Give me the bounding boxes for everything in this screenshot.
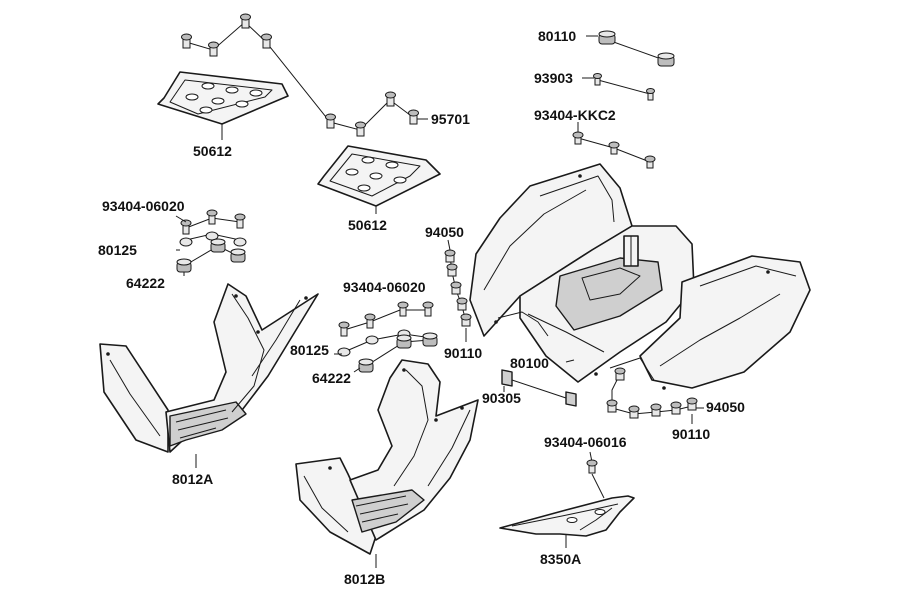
bolt-icon <box>614 367 626 381</box>
rear-fender-80100 <box>469 163 811 390</box>
bolt-icon <box>606 399 618 413</box>
carrier-rack-50612-lower <box>317 145 441 214</box>
bolt-chain-95701 <box>181 13 428 137</box>
bolt-icon <box>628 405 640 419</box>
bolt-set-94050-right <box>606 367 704 424</box>
part-labels: 80110 93903 93404-KKC2 95701 50612 50612… <box>98 28 745 587</box>
grommet-icon <box>396 334 412 349</box>
skid-guard-8350A <box>499 451 635 548</box>
label-50612-lower: 50612 <box>348 217 387 233</box>
screw-icon <box>646 88 655 101</box>
fastener-set-left <box>175 209 247 276</box>
washer-icon <box>233 237 247 247</box>
bolt-icon <box>325 113 336 129</box>
screw-icon <box>593 73 602 86</box>
fastener-set-center <box>334 301 438 373</box>
label-50612-upper: 50612 <box>193 143 232 159</box>
bolt-icon <box>456 297 468 311</box>
label-90110-right: 90110 <box>672 426 710 442</box>
label-93404-06020-left: 93404-06020 <box>102 198 185 214</box>
label-93404-06020-center: 93404-06020 <box>343 279 426 295</box>
label-94050-center: 94050 <box>425 224 464 240</box>
label-80100: 80100 <box>510 355 549 371</box>
grommet-icon <box>230 248 246 263</box>
bolt-icon <box>650 403 662 417</box>
grommet-icon <box>210 238 226 253</box>
label-90110-center: 90110 <box>444 345 482 361</box>
bolt-icon <box>364 313 376 329</box>
bolt-icon <box>670 401 682 415</box>
bolt-icon <box>181 33 192 49</box>
footwell-8012B <box>295 359 479 568</box>
label-8012A: 8012A <box>172 471 213 487</box>
bolt-icon <box>450 281 462 295</box>
label-80110: 80110 <box>538 28 576 44</box>
bolt-icon <box>180 219 192 235</box>
washer-icon <box>179 237 193 247</box>
label-90305: 90305 <box>482 390 521 406</box>
bolt-icon <box>686 397 698 411</box>
label-94050-right: 94050 <box>706 399 745 415</box>
label-64222-left: 64222 <box>126 275 165 291</box>
footwell-8012A <box>99 283 319 468</box>
label-64222-center: 64222 <box>312 370 351 386</box>
grommet-icon <box>176 258 192 273</box>
label-8350A: 8350A <box>540 551 581 567</box>
bolt-93404-KKC2-set <box>572 122 656 169</box>
grommet-icon <box>598 30 616 45</box>
bolt-icon <box>355 121 366 137</box>
label-80125-center: 80125 <box>290 342 329 358</box>
bolt-icon <box>422 301 434 317</box>
bolt-icon <box>460 313 472 327</box>
bolt-icon <box>572 131 584 145</box>
bolt-icon <box>408 109 419 125</box>
bolt-icon <box>385 91 396 107</box>
bolt-icon <box>446 263 458 277</box>
bolt-icon <box>397 301 409 317</box>
carrier-rack-50612-upper <box>157 71 289 140</box>
bolt-icon <box>444 249 456 263</box>
screw-93903-set <box>582 73 655 101</box>
grommet-icon <box>358 358 374 373</box>
bolt-icon <box>208 41 219 57</box>
label-95701: 95701 <box>431 111 470 127</box>
bolt-icon <box>234 213 246 229</box>
grommet-80110-set <box>586 30 675 67</box>
label-93903: 93903 <box>534 70 573 86</box>
bolt-icon <box>644 155 656 169</box>
grommet-icon <box>657 52 675 67</box>
bolt-icon <box>586 459 598 474</box>
bolt-set-94050-center <box>444 239 472 342</box>
washer-icon <box>337 347 351 357</box>
bolt-icon <box>206 209 218 225</box>
label-93404-KKC2: 93404-KKC2 <box>534 107 616 123</box>
bolt-icon <box>338 321 350 337</box>
bolt-icon <box>608 141 620 155</box>
bolt-icon <box>240 13 251 29</box>
label-93404-06016: 93404-06016 <box>544 434 627 450</box>
label-8012B: 8012B <box>344 571 385 587</box>
grommet-icon <box>422 332 438 347</box>
washer-icon <box>365 335 379 345</box>
bolt-icon <box>261 33 272 49</box>
clip-90305 <box>501 369 577 407</box>
label-80125-left: 80125 <box>98 242 137 258</box>
